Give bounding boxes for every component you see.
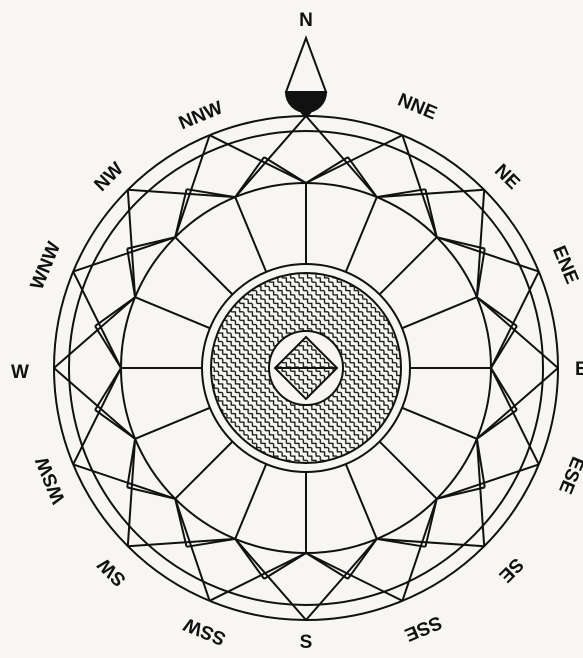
label-se: SE — [494, 553, 527, 586]
inner-star-edge — [95, 326, 121, 368]
star-edge — [306, 116, 377, 197]
label-nne: NNE — [395, 90, 440, 125]
radial-spoke — [135, 408, 210, 439]
north-pointer-icon — [286, 38, 326, 116]
star-edge — [306, 553, 402, 601]
radial-spoke — [402, 408, 477, 439]
radial-spoke — [235, 197, 266, 272]
inner-star-edge — [425, 499, 436, 547]
radial-spoke — [175, 442, 232, 499]
star-edge — [306, 539, 377, 620]
inner-star-edge — [127, 237, 175, 248]
star-edge — [210, 553, 306, 601]
radial-spoke — [380, 442, 437, 499]
star-edge — [235, 539, 306, 620]
inner-star-edge — [175, 189, 186, 237]
star-edge — [491, 272, 539, 368]
label-n: N — [299, 10, 313, 31]
inner-star-edge — [437, 487, 485, 498]
label-ssw: SSW — [181, 613, 229, 649]
inner-star-edge — [306, 553, 348, 579]
label-nnw: NNW — [176, 98, 226, 135]
label-e: E — [575, 359, 583, 380]
inner-star-edge — [95, 368, 121, 410]
star-edge — [491, 368, 539, 464]
label-s: S — [300, 632, 313, 653]
star-edge — [235, 116, 306, 197]
star-edge — [54, 297, 135, 368]
star-edge — [54, 368, 135, 439]
inner-star-edge — [437, 237, 485, 248]
inner-star-edge — [491, 326, 517, 368]
inner-star-edge — [491, 368, 517, 410]
inner-star-edge — [127, 487, 175, 498]
hatched-medallion-icon — [202, 264, 410, 472]
radial-spoke — [380, 237, 437, 294]
radial-spoke — [135, 297, 210, 328]
label-w: W — [11, 362, 29, 383]
star-edge — [73, 368, 121, 464]
label-wnw: WNW — [27, 239, 65, 293]
radial-spoke — [346, 464, 377, 539]
star-edge — [73, 272, 121, 368]
star-edge — [477, 368, 558, 439]
radial-spoke — [402, 297, 477, 328]
label-sse: SSE — [402, 611, 445, 645]
radial-spoke — [346, 197, 377, 272]
label-sw: SW — [94, 554, 131, 591]
star-edge — [306, 135, 402, 183]
label-wsw: WSW — [32, 454, 70, 507]
inner-star-edge — [264, 553, 306, 579]
label-ne: NE — [490, 160, 524, 194]
label-ese: ESE — [554, 454, 583, 497]
inner-star-edge — [264, 157, 306, 183]
star-edge — [210, 135, 306, 183]
inner-star-edge — [175, 499, 186, 547]
radial-spoke — [235, 464, 266, 539]
label-nw: NW — [90, 158, 127, 195]
radial-spoke — [175, 237, 232, 294]
label-ene: ENE — [548, 243, 582, 287]
inner-star-edge — [306, 157, 348, 183]
inner-star-edge — [425, 189, 436, 237]
star-edge — [477, 297, 558, 368]
